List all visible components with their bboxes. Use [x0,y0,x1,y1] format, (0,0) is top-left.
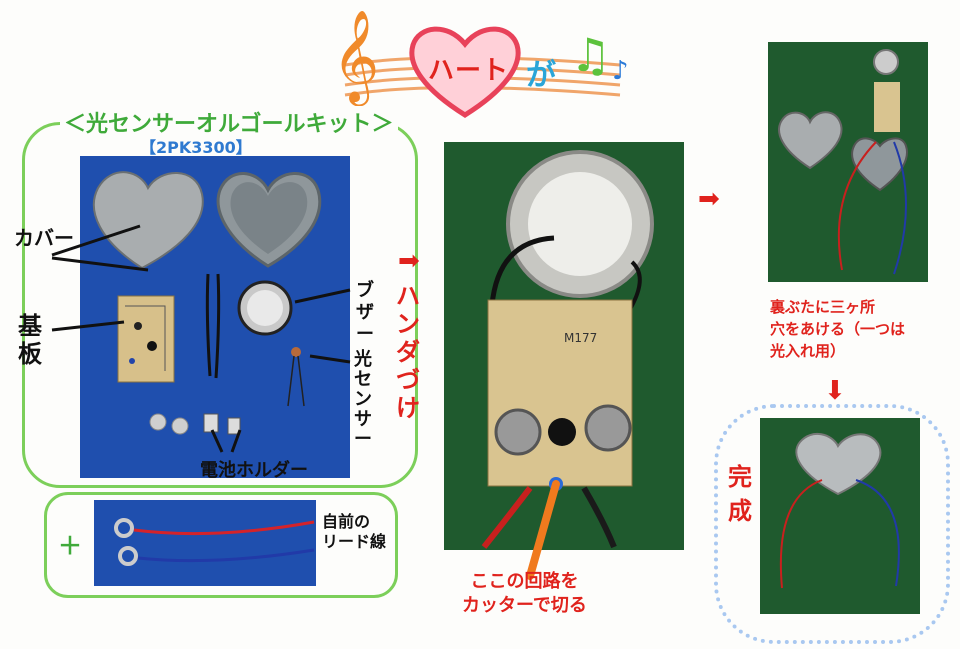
back-cover-photo [768,42,928,282]
plus-sign: ＋ [58,532,82,560]
kit-title: ＜光センサーオルゴールキット＞ [60,106,398,138]
soldered-board-photo: M177 [444,142,684,550]
kit-parts-photo [80,156,350,478]
arrow-right-icon: ➡ [398,246,420,276]
header-banner: 𝄞 ハート が ♫ ♪ [320,10,640,120]
label-battery-holder: 電池ホルダー [200,460,308,481]
arrow-down-icon: ⬇ [824,376,846,406]
music-note-icon-small: ♪ [612,56,629,86]
step-cut-label: ここの回路を カッターで切る [462,571,587,616]
heart-icon [405,20,525,120]
label-cover: カバー [14,226,74,250]
cut-pointer [526,480,560,580]
title-ga-text: が [526,58,556,93]
step-complete-label: 完成 [728,463,752,525]
step-holes-label: 裏ぶたに三ヶ所 穴をあける（一つは 光入れ用） [770,298,906,360]
label-board: 基板 [18,312,42,368]
chip-label: M177 [564,331,597,345]
music-note-icon: ♫ [570,28,612,82]
kit-code: 【2PK3300】 [140,138,252,157]
label-buzzer: ブザー [356,280,374,345]
lead-wire-frame [44,492,398,598]
arrow-right-icon-2: ➡ [698,184,720,214]
lead-wire-photo [94,500,316,586]
treble-clef-icon: 𝄞 [332,9,380,102]
title-heart-text: ハート [428,56,510,86]
label-light-sensor: 光センサー [354,349,372,450]
label-lead-wire: 自前の リード線 [322,512,387,551]
step-solder-label: ハンダづけ [396,282,420,422]
completed-photo [760,418,920,614]
complete-cloud [714,404,950,644]
